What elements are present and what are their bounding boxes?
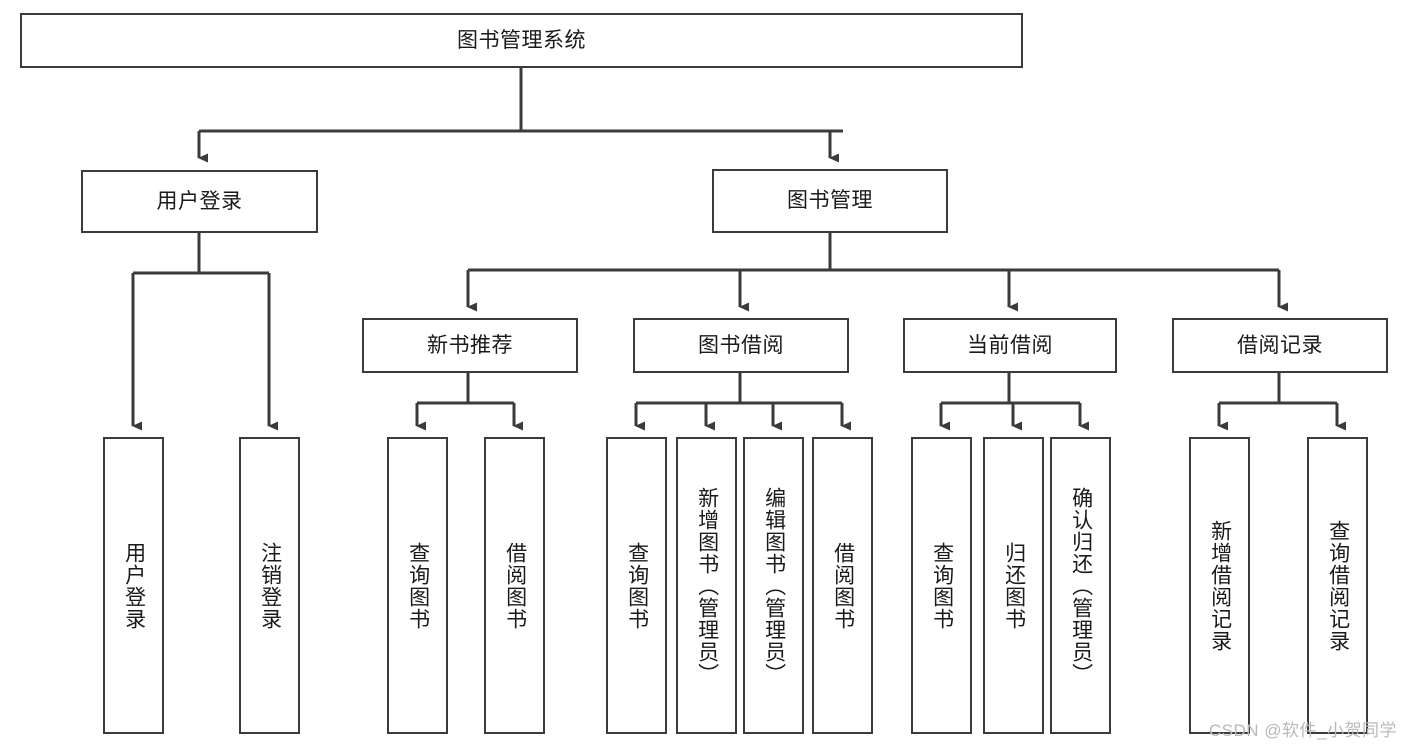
leaf-label: 借阅图书 bbox=[503, 541, 527, 630]
node-borrow-record[interactable]: 借阅记录 bbox=[1172, 318, 1388, 373]
leaf-node-user-login[interactable]: 用户登录 bbox=[103, 437, 164, 734]
node-current-borrow[interactable]: 当前借阅 bbox=[903, 318, 1117, 373]
leaf-label: 编辑图书（管理员） bbox=[762, 486, 786, 685]
leaf-label: 新增借阅记录 bbox=[1208, 519, 1232, 652]
node-new-book-recommend-label: 新书推荐 bbox=[427, 333, 513, 357]
leaf-node-query-book-current[interactable]: 查询图书 bbox=[911, 437, 972, 734]
leaf-label: 归还图书 bbox=[1002, 541, 1026, 630]
leaf-label: 查询图书 bbox=[625, 541, 649, 630]
node-user-login-label: 用户登录 bbox=[156, 189, 243, 213]
node-book-manage-label: 图书管理 bbox=[787, 189, 873, 213]
node-new-book-recommend[interactable]: 新书推荐 bbox=[362, 318, 578, 373]
node-book-borrow[interactable]: 图书借阅 bbox=[633, 318, 849, 373]
node-borrow-record-label: 借阅记录 bbox=[1237, 333, 1323, 357]
leaf-node-query-book-borrow[interactable]: 查询图书 bbox=[606, 437, 667, 734]
leaf-label: 查询图书 bbox=[930, 541, 954, 630]
leaf-node-return-book[interactable]: 归还图书 bbox=[983, 437, 1044, 734]
leaf-label: 注销登录 bbox=[258, 541, 282, 630]
leaf-label: 用户登录 bbox=[122, 541, 146, 630]
leaf-node-user-logout[interactable]: 注销登录 bbox=[239, 437, 300, 734]
leaf-node-query-borrow-record[interactable]: 查询借阅记录 bbox=[1307, 437, 1368, 734]
leaf-node-add-book-admin[interactable]: 新增图书（管理员） bbox=[676, 437, 737, 734]
leaf-label: 借阅图书 bbox=[831, 541, 855, 630]
node-book-borrow-label: 图书借阅 bbox=[698, 333, 784, 357]
node-user-login[interactable]: 用户登录 bbox=[81, 170, 318, 233]
leaf-label: 新增图书（管理员） bbox=[695, 486, 719, 685]
leaf-node-edit-book-admin[interactable]: 编辑图书（管理员） bbox=[743, 437, 804, 734]
leaf-label: 查询图书 bbox=[406, 541, 430, 630]
leaf-label: 确认归还（管理员） bbox=[1069, 486, 1093, 685]
leaf-label: 查询借阅记录 bbox=[1326, 519, 1350, 652]
node-current-borrow-label: 当前借阅 bbox=[967, 333, 1053, 357]
leaf-node-query-book-recommend[interactable]: 查询图书 bbox=[387, 437, 448, 734]
csdn-watermark: CSDN @软件_小贺同学 bbox=[1208, 721, 1397, 740]
node-root-label: 图书管理系统 bbox=[457, 28, 586, 52]
leaf-node-add-borrow-record[interactable]: 新增借阅记录 bbox=[1189, 437, 1250, 734]
leaf-node-borrow-book[interactable]: 借阅图书 bbox=[812, 437, 873, 734]
node-root-system[interactable]: 图书管理系统 bbox=[20, 13, 1023, 68]
leaf-node-borrow-book-recommend[interactable]: 借阅图书 bbox=[484, 437, 545, 734]
node-book-manage[interactable]: 图书管理 bbox=[712, 169, 948, 233]
leaf-node-confirm-return-admin[interactable]: 确认归还（管理员） bbox=[1050, 437, 1111, 734]
